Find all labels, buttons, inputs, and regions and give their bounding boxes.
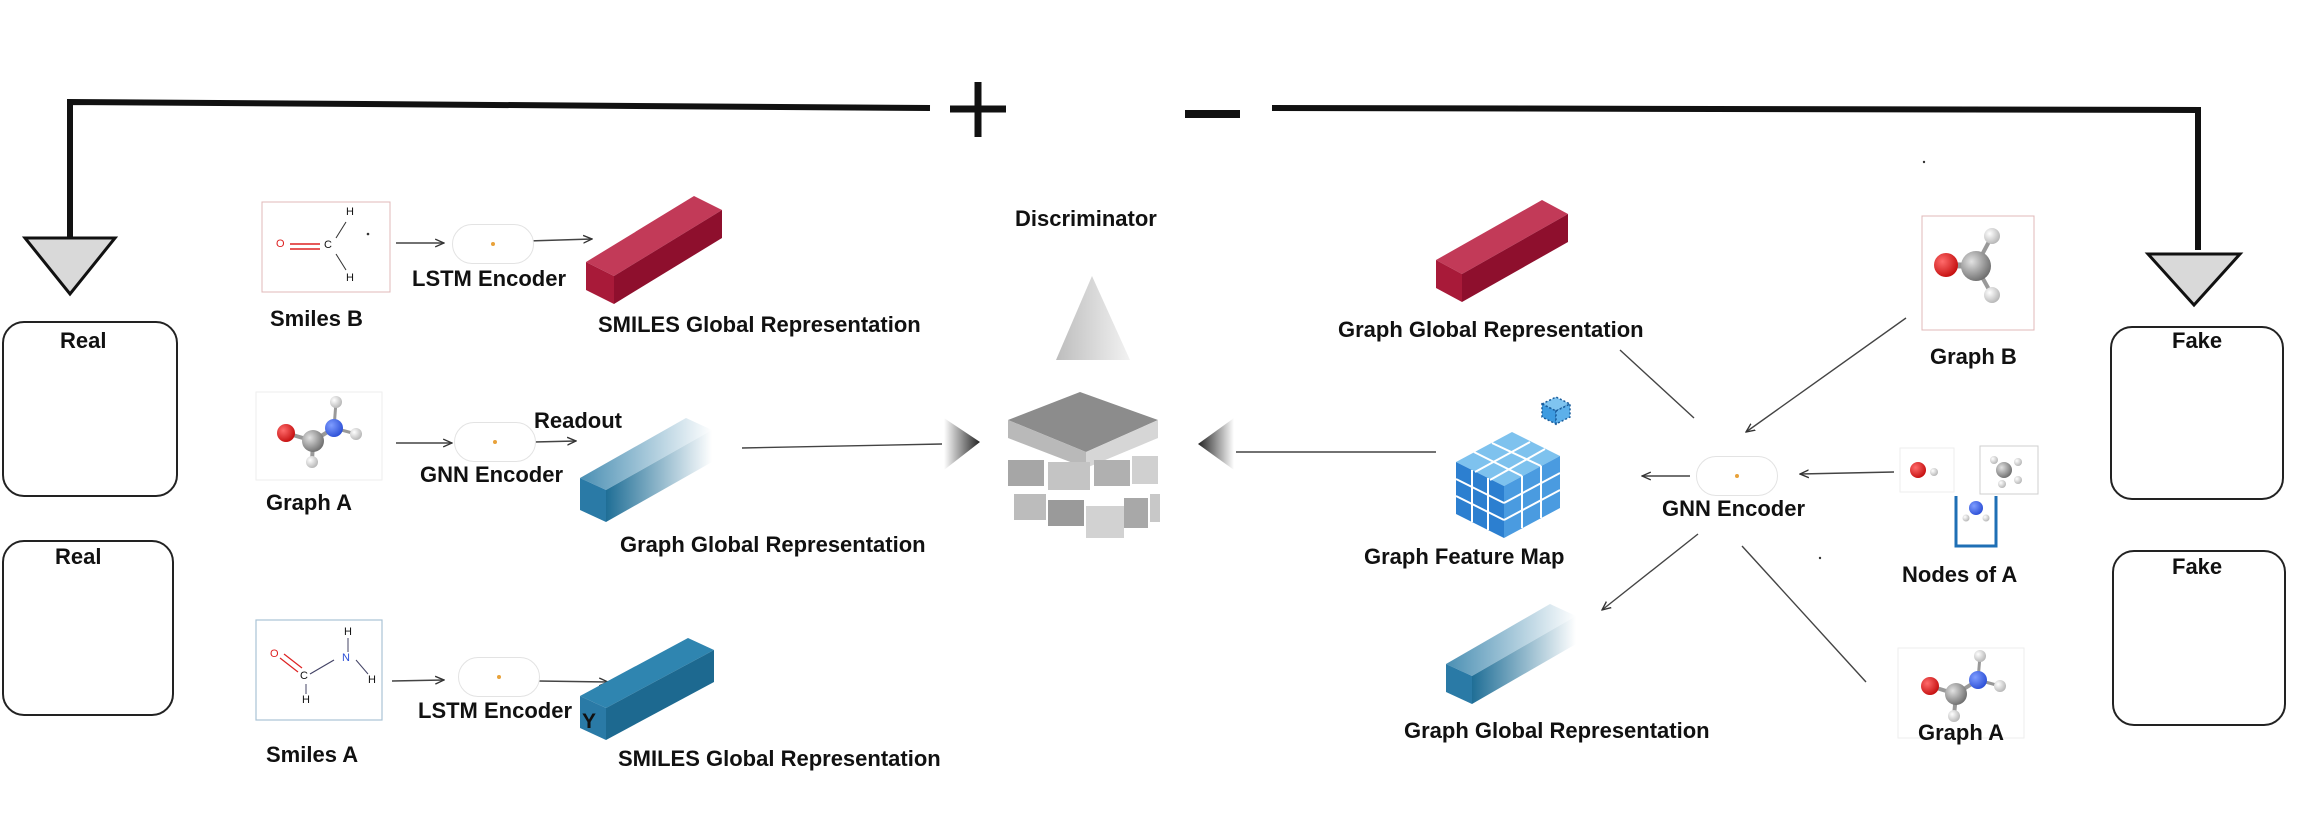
fake-panel-top xyxy=(2110,326,2284,500)
graph-a-label-right: Graph A xyxy=(1918,720,2004,745)
nodes-of-a-fragments xyxy=(1899,445,2039,548)
smiles-a-atom-o: O xyxy=(270,648,279,660)
plus-sign xyxy=(950,82,1006,137)
lstm-encoder-node-top xyxy=(452,224,534,264)
graph-b-label-right: Graph B xyxy=(1930,344,2017,369)
graph-global-label-right-top: Graph Global Representation xyxy=(1338,317,1644,342)
feedback-lines xyxy=(67,98,2201,250)
smiles-global-label-top: SMILES Global Representation xyxy=(598,312,921,337)
graph-global-block-right-top xyxy=(1436,200,1568,302)
lstm-encoder-node-bottom xyxy=(458,657,540,697)
smiles-b-atom-c: C xyxy=(324,239,332,251)
discriminator-arrow-left xyxy=(944,418,980,470)
gnn-encoder-node-right xyxy=(1696,456,1778,496)
graph-b-molecule-right xyxy=(1921,215,2035,331)
fake-panel-bottom xyxy=(2112,550,2286,726)
smiles-b-label: Smiles B xyxy=(270,306,363,331)
smiles-a-label: Smiles A xyxy=(266,742,359,767)
graph-global-label-right-bottom: Graph Global Representation xyxy=(1404,718,1710,743)
graph-global-label-left: Graph Global Representation xyxy=(620,532,926,557)
smiles-a-atom-h3: H xyxy=(368,674,376,686)
nodes-of-a-label: Nodes of A xyxy=(1902,562,2018,587)
graph-feature-map-icon xyxy=(1455,396,1572,538)
smiles-a-atom-h1: H xyxy=(302,694,310,706)
smiles-b-molecule xyxy=(261,201,391,293)
gnn-encoder-label-right: GNN Encoder xyxy=(1662,496,1806,521)
smiles-a-atom-h2: H xyxy=(344,626,352,638)
smiles-global-label-bottom: SMILES Global Representation xyxy=(618,746,941,771)
discriminator-label: Discriminator xyxy=(1015,206,1157,231)
graph-global-block-left xyxy=(580,418,712,522)
graph-feature-map-label: Graph Feature Map xyxy=(1364,544,1565,569)
real-down-arrow xyxy=(21,236,119,297)
smiles-b-atom-h1: H xyxy=(346,206,354,218)
readout-label: Readout xyxy=(534,408,622,433)
stray-dot xyxy=(1818,556,1822,560)
discriminator-triangle xyxy=(1056,276,1130,360)
discriminator-arrow-right xyxy=(1198,418,1234,470)
gnn-encoder-label-left: GNN Encoder xyxy=(420,462,564,487)
fake-label-top: Fake xyxy=(2172,328,2223,353)
lstm-encoder-label-top: LSTM Encoder xyxy=(412,266,567,291)
lstm-encoder-label-bottom: LSTM Encoder xyxy=(418,698,573,723)
real-label-bottom: Real xyxy=(55,544,102,569)
smiles-a-atom-n: N xyxy=(342,652,350,664)
connector-lines xyxy=(391,239,1907,682)
stray-dot xyxy=(1922,160,1926,164)
smiles-b-atom-o: O xyxy=(276,238,285,250)
smiles-global-block-bottom xyxy=(580,638,714,740)
smiles-b-atom-h2: H xyxy=(346,272,354,284)
y-mark: Y xyxy=(582,710,597,733)
fake-label-bottom: Fake xyxy=(2172,554,2223,579)
graph-a-molecule-left xyxy=(255,391,383,481)
discriminator-icon xyxy=(1008,392,1160,538)
smiles-a-molecule xyxy=(255,619,383,721)
graph-global-block-right-bottom xyxy=(1446,604,1576,704)
smiles-global-block-top xyxy=(586,196,722,304)
real-panel-top xyxy=(2,321,178,497)
smiles-a-atom-c: C xyxy=(300,670,308,682)
real-panel-bottom xyxy=(2,540,174,716)
real-label-top: Real xyxy=(60,328,107,353)
gnn-encoder-node-left xyxy=(454,422,536,462)
graph-a-label-left: Graph A xyxy=(266,490,352,515)
graph-a-molecule-right xyxy=(1897,647,2025,739)
fake-down-arrow xyxy=(2144,252,2244,308)
